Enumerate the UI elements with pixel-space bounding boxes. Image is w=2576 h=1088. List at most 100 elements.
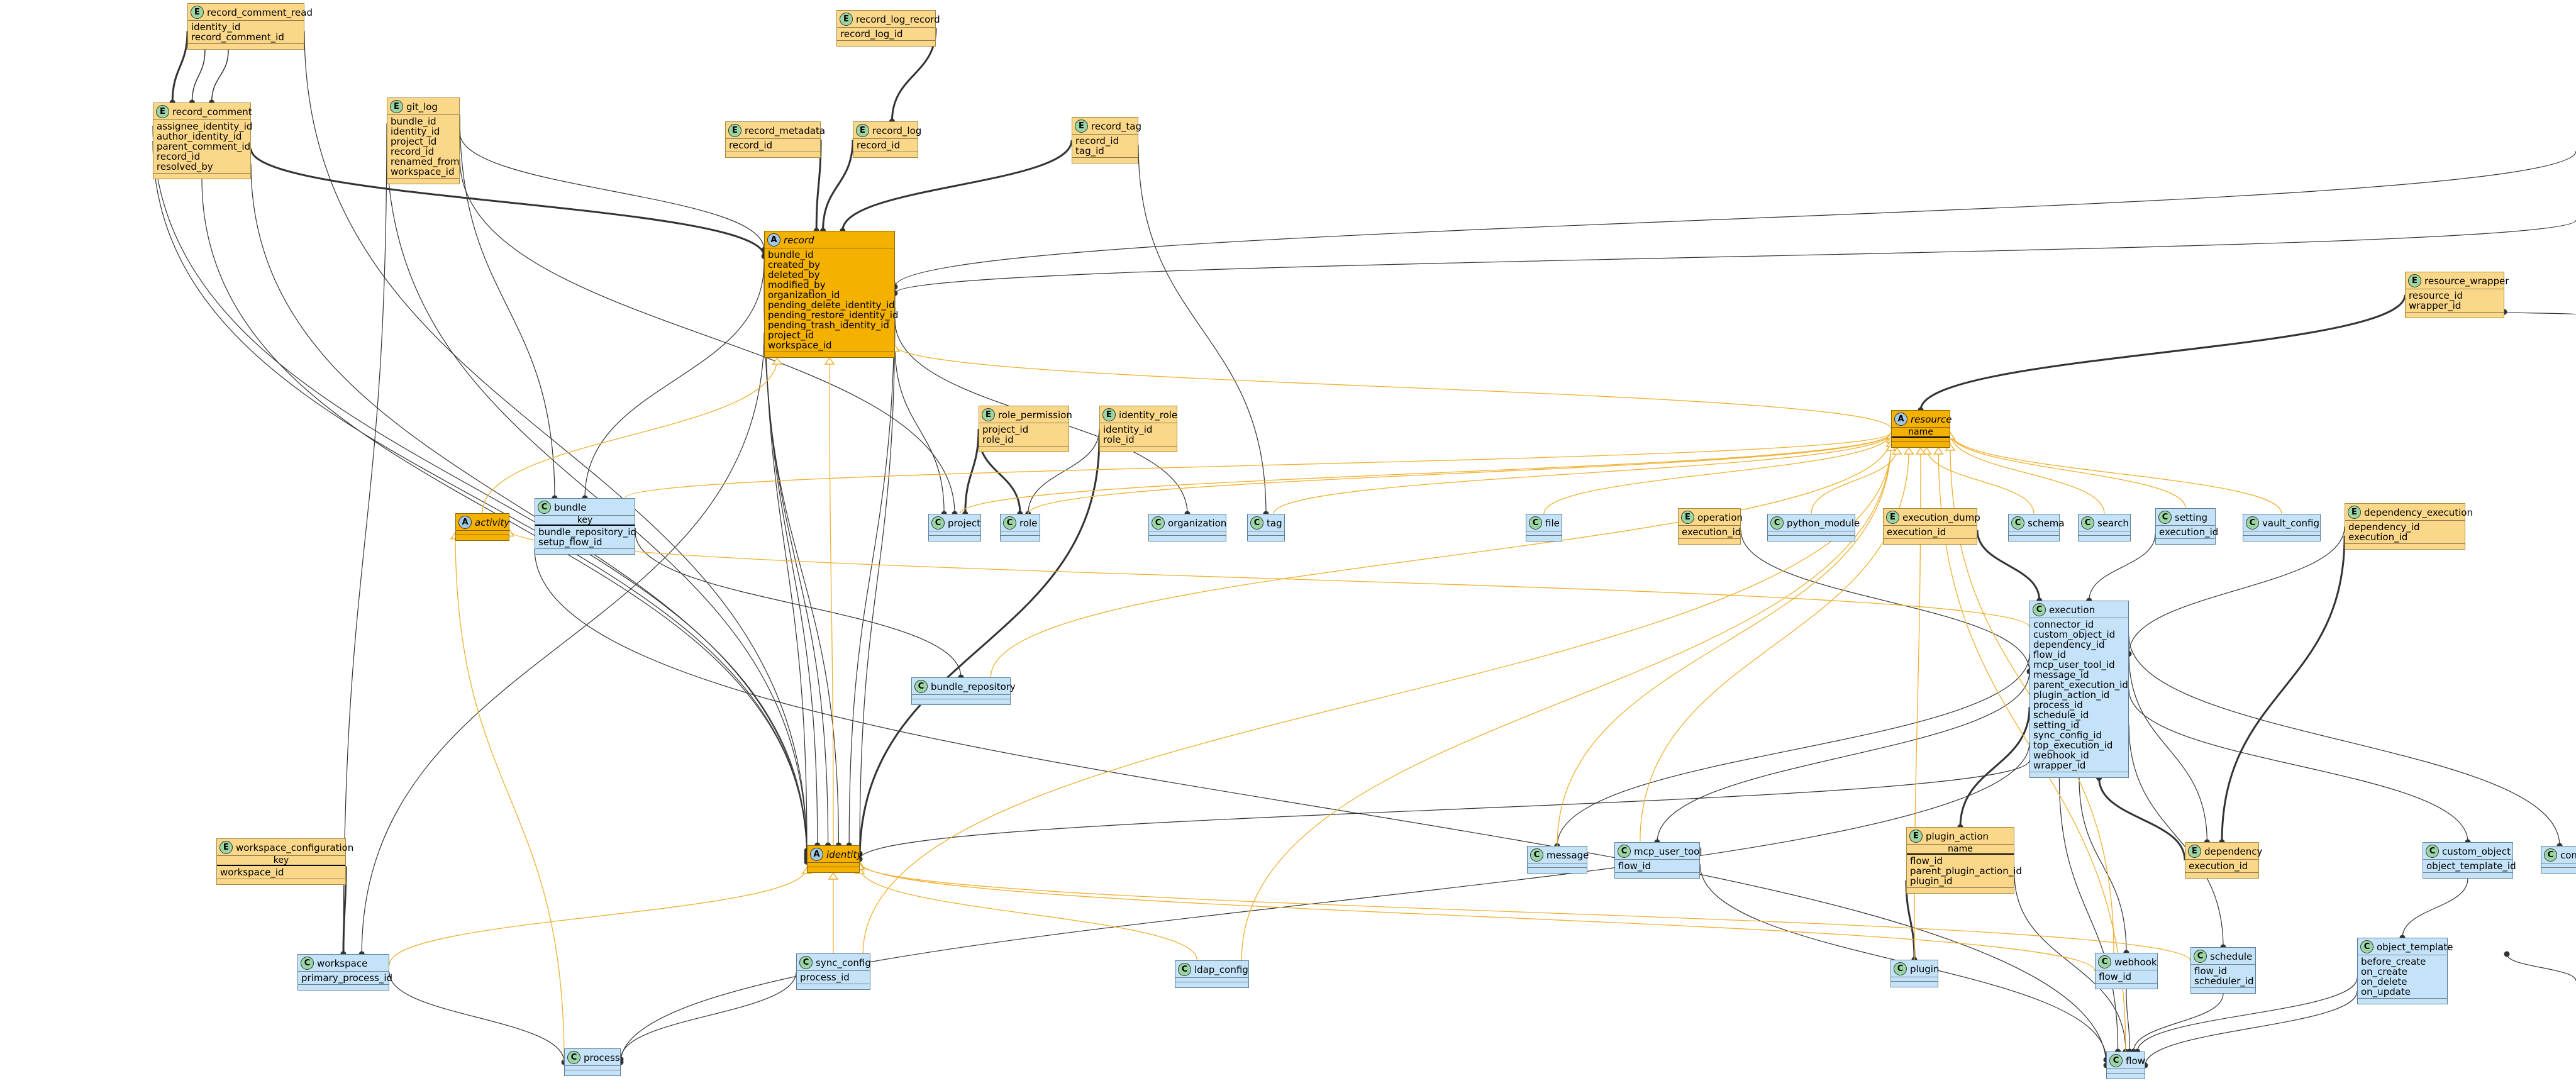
- stereotype-icon: C: [2194, 950, 2207, 963]
- node-methods-section: [2243, 535, 2320, 541]
- field-row: pending_restore_identity_id: [768, 309, 899, 321]
- reference-edge: [191, 49, 206, 103]
- field-row: mcp_user_tool_id: [2033, 659, 2115, 670]
- node-methods-section: [2030, 772, 2128, 777]
- field-row: bundle_id: [391, 116, 436, 127]
- reference-edge: [2079, 777, 2127, 953]
- node-methods-section: [2156, 538, 2215, 544]
- node-title: sync_config: [816, 957, 871, 969]
- stereotype-icon: E: [2188, 845, 2201, 858]
- inheritance-edge: [859, 863, 2191, 962]
- reference-edge: [2128, 526, 2345, 654]
- field-row: organization_id: [768, 289, 840, 301]
- node-methods-section: [1679, 538, 1740, 544]
- field-row: on_delete: [2361, 976, 2407, 987]
- node-fields: workspace_id: [217, 866, 345, 879]
- node-title: flow: [2126, 1055, 2145, 1067]
- field-row: execution_id: [2189, 860, 2248, 872]
- field-row: parent_plugin_action_id: [1910, 865, 2022, 877]
- reference-edge: [459, 114, 555, 499]
- node-title: record_log_record: [856, 13, 940, 25]
- offscreen-reference-edge: [894, 219, 2576, 294]
- reference-edge: [620, 971, 797, 1060]
- node-title: mcp_user_tool: [1634, 845, 1702, 857]
- node-fields: execution_id: [2156, 526, 2218, 538]
- node-title: tag: [1267, 517, 1282, 529]
- reference-edge: [2058, 777, 2119, 1052]
- node-methods-section: [1891, 981, 1938, 987]
- node-methods-section: [1907, 887, 2014, 893]
- node-title: webhook: [2114, 956, 2157, 968]
- inheritance-edge: [625, 432, 1892, 499]
- node-title: schema: [2028, 517, 2065, 529]
- inheritance-edge: [1241, 440, 1892, 961]
- field-row: on_create: [2361, 966, 2407, 977]
- stereotype-icon: C: [2109, 1054, 2123, 1067]
- node-methods-section: [2406, 312, 2504, 318]
- stereotype-icon: C: [2098, 955, 2111, 969]
- stereotype-icon: E: [982, 408, 995, 421]
- node-methods-section: [535, 548, 635, 554]
- inheritance-edge: [1028, 432, 1892, 514]
- stereotype-icon: C: [1894, 962, 1907, 975]
- field-row: author_identity_id: [157, 131, 242, 142]
- node-methods-section: [1001, 535, 1040, 541]
- reference-edge: [1976, 530, 2041, 601]
